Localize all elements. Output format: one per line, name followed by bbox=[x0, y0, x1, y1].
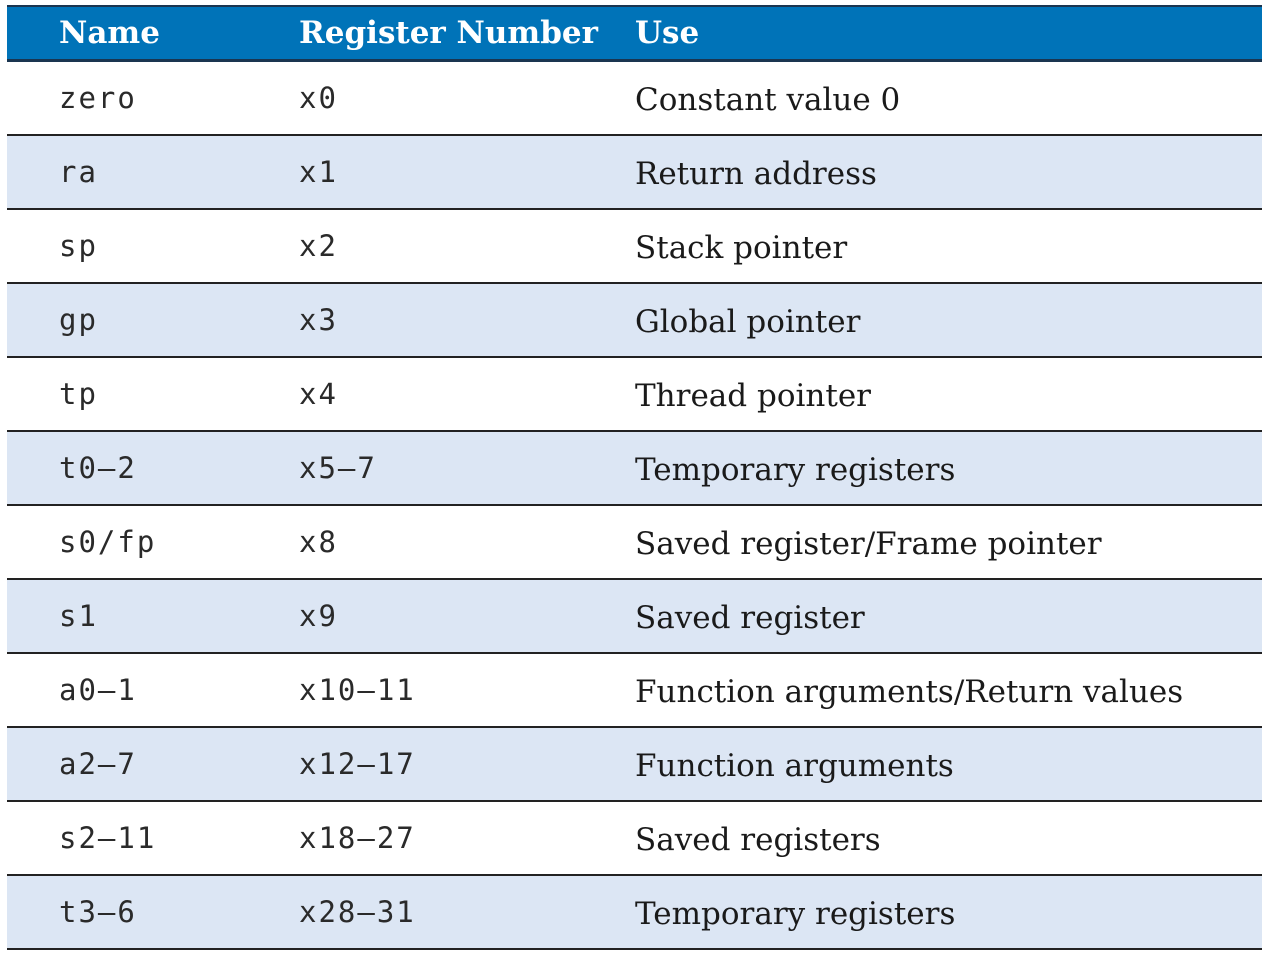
table-row: tp x4 Thread pointer bbox=[7, 358, 1262, 432]
register-name: sp bbox=[59, 229, 98, 263]
register-number: x2 bbox=[299, 229, 338, 263]
register-number: x4 bbox=[299, 377, 338, 411]
table-row: s2–11 x18–27 Saved registers bbox=[7, 802, 1262, 876]
table-row: zero x0 Constant value 0 bbox=[7, 62, 1262, 136]
register-name: t3–6 bbox=[59, 895, 137, 929]
register-use: Stack pointer bbox=[635, 230, 848, 266]
header-name: Name bbox=[59, 15, 160, 51]
register-use: Return address bbox=[635, 156, 877, 192]
register-use: Function arguments/Return values bbox=[635, 674, 1184, 710]
table-row: a2–7 x12–17 Function arguments bbox=[7, 728, 1262, 802]
register-name: gp bbox=[59, 303, 98, 337]
table-header: Name Register Number Use bbox=[7, 5, 1262, 62]
register-use: Constant value 0 bbox=[635, 82, 901, 118]
table-row: sp x2 Stack pointer bbox=[7, 210, 1262, 284]
register-name: ra bbox=[59, 155, 98, 189]
table-row: s1 x9 Saved register bbox=[7, 580, 1262, 654]
table-row: t3–6 x28–31 Temporary registers bbox=[7, 876, 1262, 950]
register-use: Thread pointer bbox=[635, 378, 871, 414]
register-name: s0/fp bbox=[59, 525, 157, 559]
register-name: tp bbox=[59, 377, 98, 411]
register-number: x9 bbox=[299, 599, 338, 633]
register-name: a2–7 bbox=[59, 747, 137, 781]
table-row: gp x3 Global pointer bbox=[7, 284, 1262, 358]
register-number: x1 bbox=[299, 155, 338, 189]
register-name: a0–1 bbox=[59, 673, 137, 707]
table-row: a0–1 x10–11 Function arguments/Return va… bbox=[7, 654, 1262, 728]
register-number: x12–17 bbox=[299, 747, 416, 781]
register-number: x18–27 bbox=[299, 821, 416, 855]
table-row: ra x1 Return address bbox=[7, 136, 1262, 210]
register-name: s1 bbox=[59, 599, 98, 633]
register-name: t0–2 bbox=[59, 451, 137, 485]
register-number: x5–7 bbox=[299, 451, 377, 485]
header-use: Use bbox=[635, 15, 700, 51]
register-name: zero bbox=[59, 81, 137, 115]
register-use: Temporary registers bbox=[635, 452, 956, 488]
register-number: x10–11 bbox=[299, 673, 416, 707]
register-number: x0 bbox=[299, 81, 338, 115]
header-register-number: Register Number bbox=[299, 15, 598, 51]
register-use: Function arguments bbox=[635, 748, 954, 784]
register-number: x28–31 bbox=[299, 895, 416, 929]
register-use: Temporary registers bbox=[635, 896, 956, 932]
register-use: Saved register/Frame pointer bbox=[635, 526, 1102, 562]
table-row: s0/fp x8 Saved register/Frame pointer bbox=[7, 506, 1262, 580]
register-number: x3 bbox=[299, 303, 338, 337]
register-use: Saved registers bbox=[635, 822, 881, 858]
register-table: Name Register Number Use zero x0 Constan… bbox=[7, 5, 1262, 950]
table-row: t0–2 x5–7 Temporary registers bbox=[7, 432, 1262, 506]
register-use: Global pointer bbox=[635, 304, 861, 340]
register-number: x8 bbox=[299, 525, 338, 559]
register-use: Saved register bbox=[635, 600, 865, 636]
register-name: s2–11 bbox=[59, 821, 157, 855]
